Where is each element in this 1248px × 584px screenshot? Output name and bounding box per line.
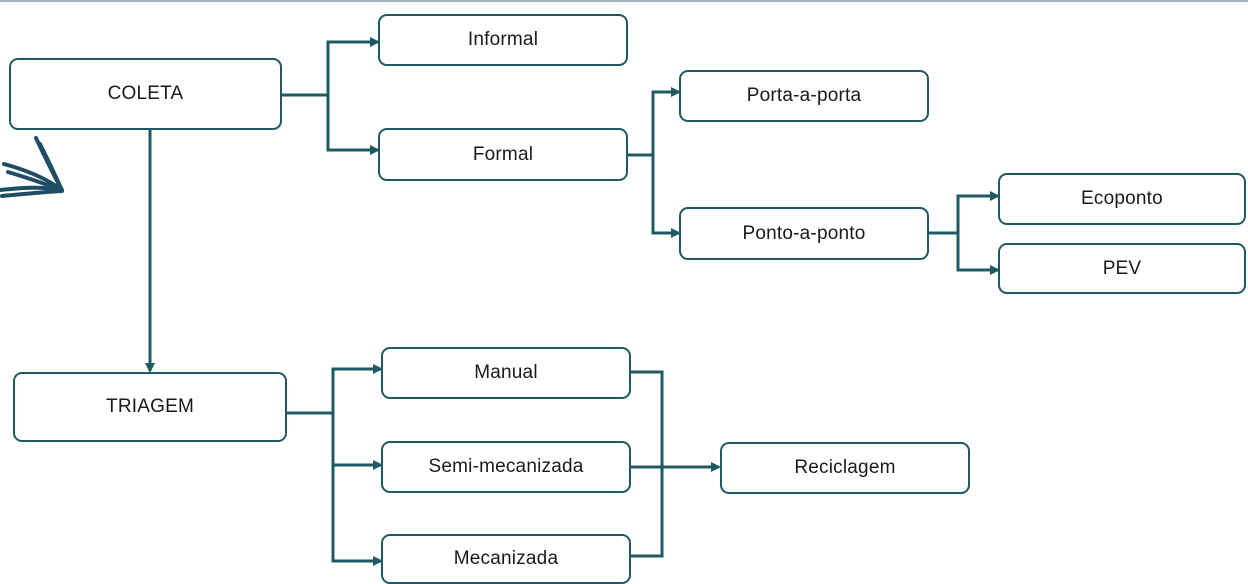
node-manual-label: Manual [474, 362, 538, 383]
node-reciclagem: Reciclagem [720, 442, 970, 494]
node-mecanizada: Mecanizada [381, 534, 631, 584]
top-border-line [0, 0, 1248, 2]
node-porta-a-porta: Porta-a-porta [679, 70, 929, 122]
node-ponto-a-ponto-label: Ponto-a-ponto [742, 222, 866, 244]
node-ecoponto-label: Ecoponto [1081, 188, 1163, 209]
node-coleta: COLETA [9, 58, 282, 130]
node-manual: Manual [381, 347, 631, 399]
node-semi-mecanizada-label: Semi-mecanizada [428, 456, 584, 477]
node-triagem-label: TRIAGEM [106, 396, 194, 417]
node-pev-label: PEV [1102, 257, 1142, 279]
node-informal: Informal [378, 14, 628, 66]
node-formal: Formal [378, 128, 628, 181]
node-mecanizada-label: Mecanizada [453, 548, 559, 569]
node-formal-label: Formal [472, 143, 534, 165]
node-triagem: TRIAGEM [13, 372, 287, 442]
node-ecoponto: Ecoponto [998, 173, 1246, 225]
node-coleta-label: COLETA [107, 83, 184, 104]
hand-drawn-arrow-icon [0, 136, 64, 198]
node-semi-mecanizada: Semi-mecanizada [381, 441, 631, 493]
node-porta-a-porta-label: Porta-a-porta [746, 85, 862, 106]
node-pev: PEV [998, 243, 1246, 294]
node-reciclagem-label: Reciclagem [794, 457, 896, 478]
node-informal-label: Informal [467, 29, 539, 50]
node-ponto-a-ponto: Ponto-a-ponto [679, 207, 929, 260]
